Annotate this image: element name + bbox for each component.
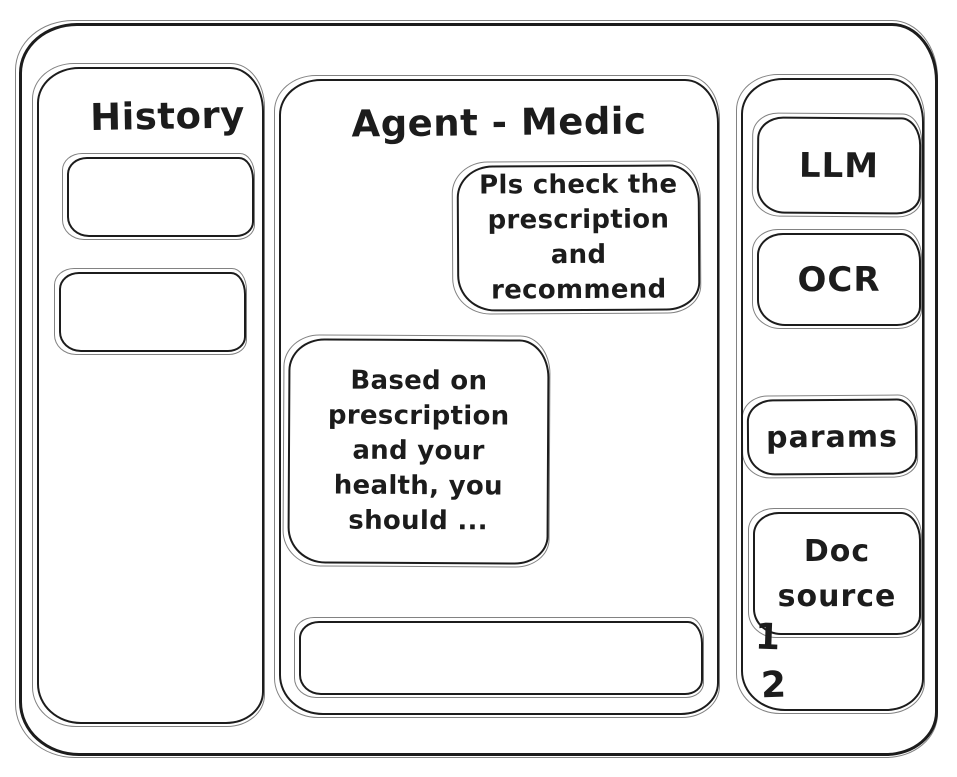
message-input-box	[294, 617, 704, 698]
history-item-1[interactable]	[62, 153, 255, 240]
doc-source-item-2[interactable]: 2	[760, 664, 787, 707]
chat-panel: Agent - Medic Pls check the prescription…	[274, 75, 720, 718]
window-frame: History Agent - Medic Pls check the pres…	[15, 20, 938, 758]
history-sidebar: History	[32, 63, 265, 727]
llm-button[interactable]: LLM	[756, 116, 922, 215]
history-item-2[interactable]	[54, 268, 247, 355]
params-button[interactable]: params	[746, 398, 918, 476]
assistant-message-bubble: Based on prescription and your health, y…	[287, 338, 550, 565]
tools-panel: LLM OCR params Doc source 1 2	[736, 74, 925, 714]
message-input[interactable]	[301, 623, 701, 693]
doc-source-item-1[interactable]: 1	[754, 616, 781, 659]
history-title: History	[89, 93, 246, 140]
user-message-bubble: Pls check the prescription and recommend	[456, 164, 701, 312]
chat-title: Agent - Medic	[351, 99, 647, 146]
ocr-button[interactable]: OCR	[752, 229, 922, 329]
